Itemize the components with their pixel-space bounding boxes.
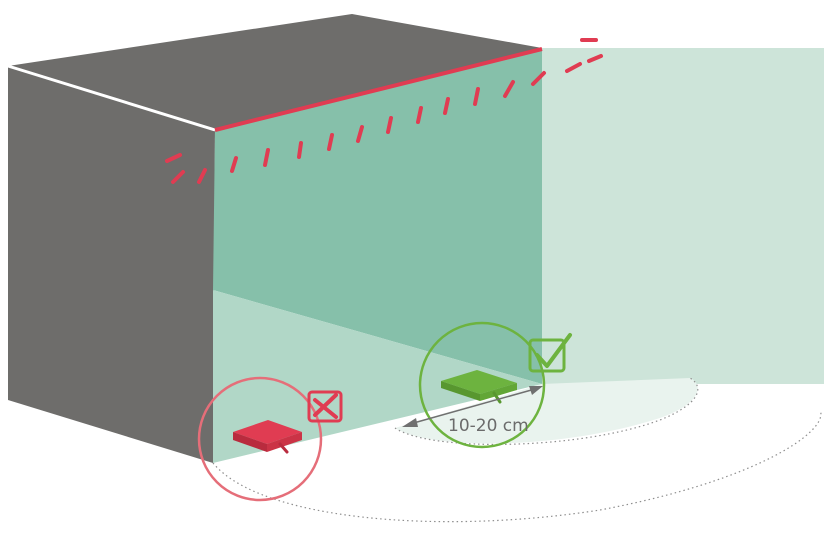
cabinet-side xyxy=(8,66,215,463)
floor-detection-zone xyxy=(213,290,542,463)
cabinet-top xyxy=(8,14,542,130)
x-checkbox-icon xyxy=(307,390,343,423)
cabinet-edge-highlight xyxy=(7,64,216,132)
wrong-placement-circle xyxy=(197,376,323,502)
distance-label: 10-20 cm xyxy=(448,416,529,436)
distance-arrow xyxy=(402,386,543,427)
correct-placement-circle xyxy=(418,321,546,449)
wall-panel-right xyxy=(542,48,824,384)
cabinet-front-zone xyxy=(213,48,542,384)
check-checkbox-icon xyxy=(528,333,572,373)
floor-range-inner xyxy=(394,377,699,446)
detection-beam-dashes xyxy=(165,38,603,184)
detection-edge-line xyxy=(214,47,543,132)
correct-device xyxy=(441,370,517,404)
floor-shadow xyxy=(395,378,698,444)
wrong-device xyxy=(233,420,302,454)
